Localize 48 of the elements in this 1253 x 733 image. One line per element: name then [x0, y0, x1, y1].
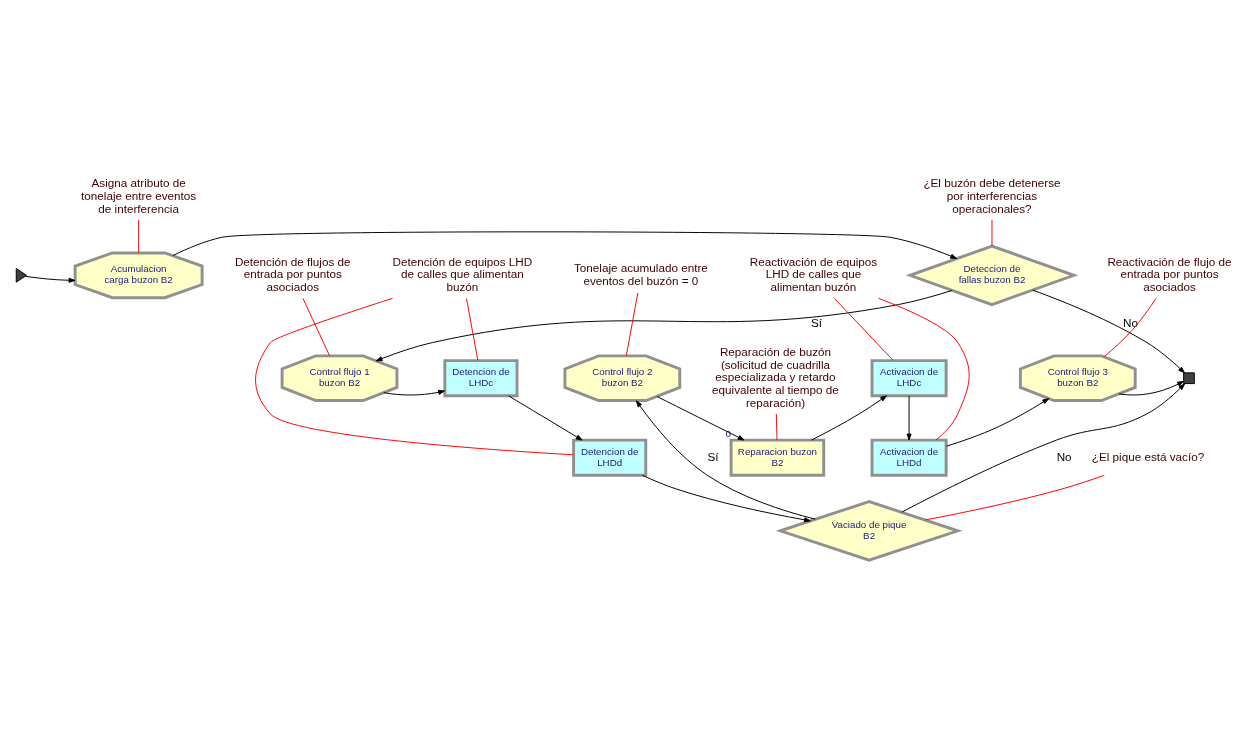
edge-label: No	[1056, 449, 1072, 463]
connector	[924, 474, 1105, 520]
connector	[625, 292, 639, 356]
node-text: Reparación de buzón (solicitud de cuadrilla especializada y retardo equivalente al tiempo de reparación)	[712, 344, 839, 409]
arrow	[1032, 289, 1185, 373]
node-label: 0	[725, 427, 731, 439]
arrow	[1118, 380, 1184, 395]
node-diamond: Deteccion de fallas buzon B2	[905, 244, 1079, 306]
node-box: Activacion de LHDc	[870, 358, 948, 397]
connector	[302, 297, 331, 356]
edge-label: Sí	[810, 315, 822, 329]
node-box	[1183, 371, 1195, 384]
arrow	[635, 399, 816, 520]
arrow	[656, 395, 745, 441]
node-text: Asigna atributo de tonelaje entre eventos de interferencia	[81, 175, 197, 215]
node-text: Detención de flujos de entrada por puntos asociados	[234, 254, 351, 293]
node-text: Reactivación de equipos LHD de calles que alimentan buzón	[749, 254, 878, 293]
arrow	[375, 289, 953, 361]
node-box: Activacion de LHDd	[870, 438, 948, 477]
edge-label: Sí	[707, 449, 719, 463]
arrow	[172, 230, 958, 259]
connector	[138, 218, 140, 253]
node-diamond: Vaciado de pique B2	[775, 499, 963, 562]
connector	[466, 297, 479, 361]
connector	[1103, 297, 1157, 357]
node-box: Detencion de LHDc	[443, 358, 519, 397]
connector	[775, 412, 778, 440]
node-box: Reparacion buzon B2	[729, 438, 826, 477]
arrow	[24, 275, 76, 283]
node-text: ¿El buzón debe detenerse por interferencias operacionales?	[923, 175, 1061, 215]
node-box: Detencion de LHDd	[572, 438, 648, 477]
edge-label: No	[1122, 315, 1138, 329]
node-text: Tonelaje acumulado entre eventos del buzón = 0	[573, 260, 708, 287]
arrow	[508, 394, 583, 441]
arrow	[642, 474, 811, 522]
arrow	[906, 395, 912, 440]
arrow	[383, 389, 445, 395]
node-text: ¿El pique está vacío?	[1091, 449, 1205, 463]
node-text: Detención de equipos LHD de calles que alimentan buzón	[392, 254, 533, 293]
connector	[991, 218, 993, 246]
connector	[834, 297, 894, 361]
connector	[878, 297, 970, 440]
node-triangle	[15, 267, 27, 283]
connector	[255, 297, 574, 455]
arrow	[946, 397, 1050, 447]
arrow	[810, 394, 887, 441]
node-text: Reactivación de flujo de entrada por puntos asociados	[1107, 254, 1232, 293]
arrow	[901, 382, 1186, 513]
